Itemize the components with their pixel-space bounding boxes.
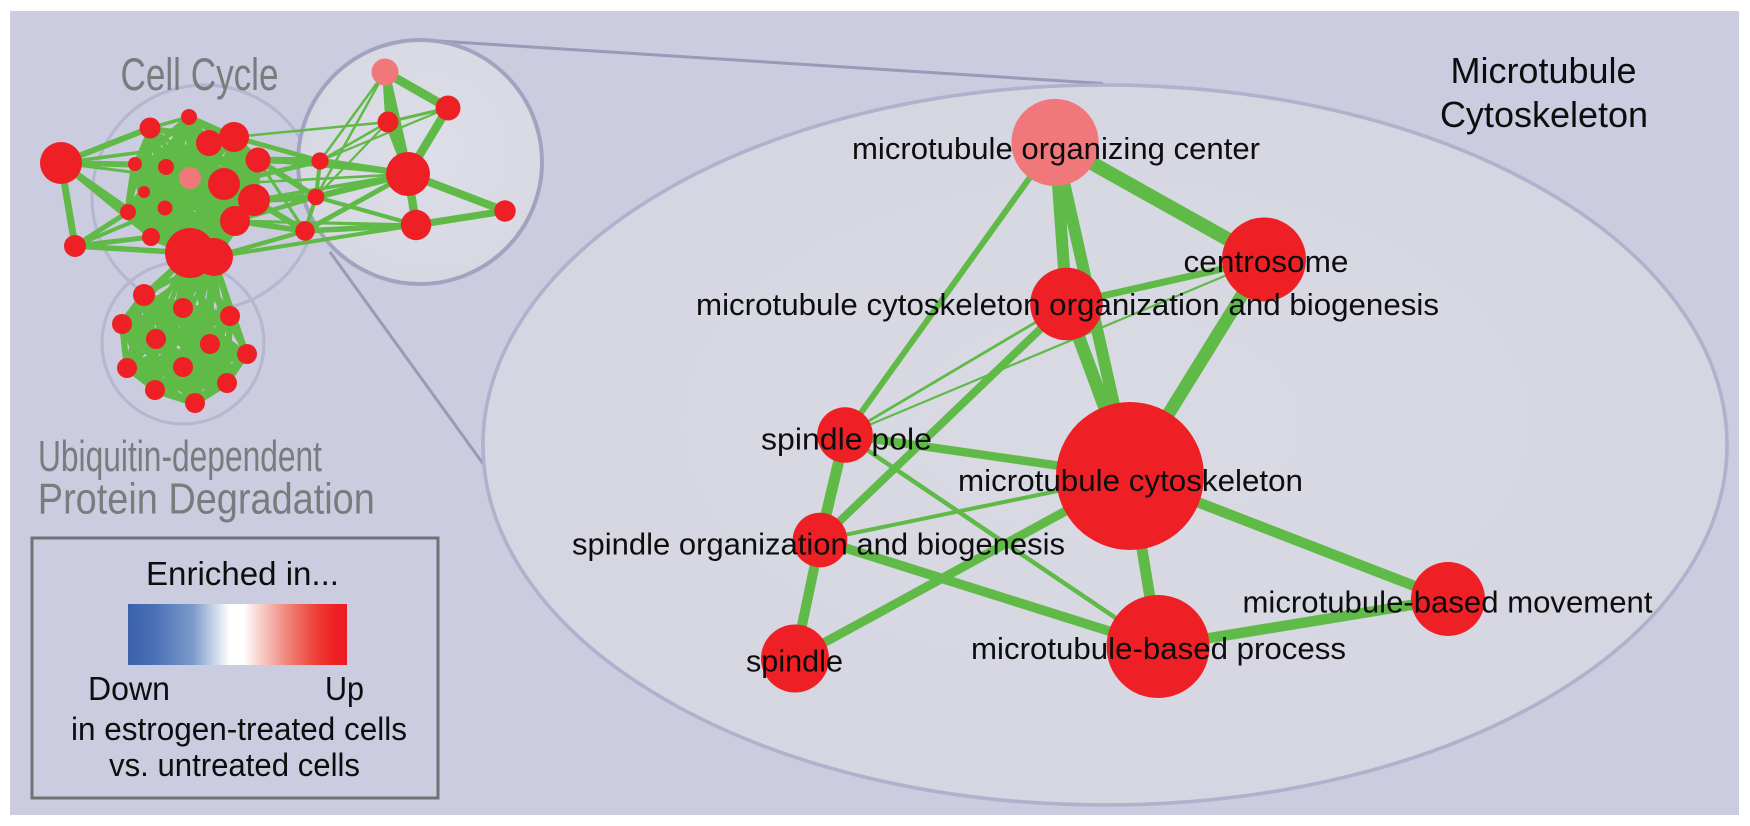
svg-text:centrosome: centrosome [1184, 244, 1349, 279]
svg-text:Cytoskeleton: Cytoskeleton [1440, 94, 1648, 135]
svg-text:Cell Cycle: Cell Cycle [121, 49, 279, 100]
svg-text:microtubule cytoskeleton organ: microtubule cytoskeleton organization an… [696, 287, 1439, 322]
svg-text:microtubule organizing center: microtubule organizing center [852, 131, 1260, 166]
svg-text:microtubule-based process: microtubule-based process [971, 631, 1346, 666]
svg-text:in estrogen-treated cells: in estrogen-treated cells [71, 711, 407, 747]
svg-text:microtubule cytoskeleton: microtubule cytoskeleton [958, 463, 1303, 498]
svg-text:spindle organization and bioge: spindle organization and biogenesis [572, 527, 1065, 562]
svg-text:microtubule-based movement: microtubule-based movement [1243, 585, 1653, 620]
svg-text:Up: Up [325, 670, 364, 707]
svg-text:vs. untreated cells: vs. untreated cells [109, 747, 360, 783]
svg-text:spindle: spindle [746, 644, 843, 679]
svg-text:Microtubule: Microtubule [1450, 50, 1636, 91]
svg-text:Protein Degradation: Protein Degradation [38, 475, 375, 524]
svg-text:Enriched in...: Enriched in... [146, 555, 339, 592]
svg-text:spindle pole: spindle pole [761, 422, 932, 457]
svg-text:Ubiquitin-dependent: Ubiquitin-dependent [38, 432, 322, 481]
svg-text:Down: Down [88, 670, 170, 707]
